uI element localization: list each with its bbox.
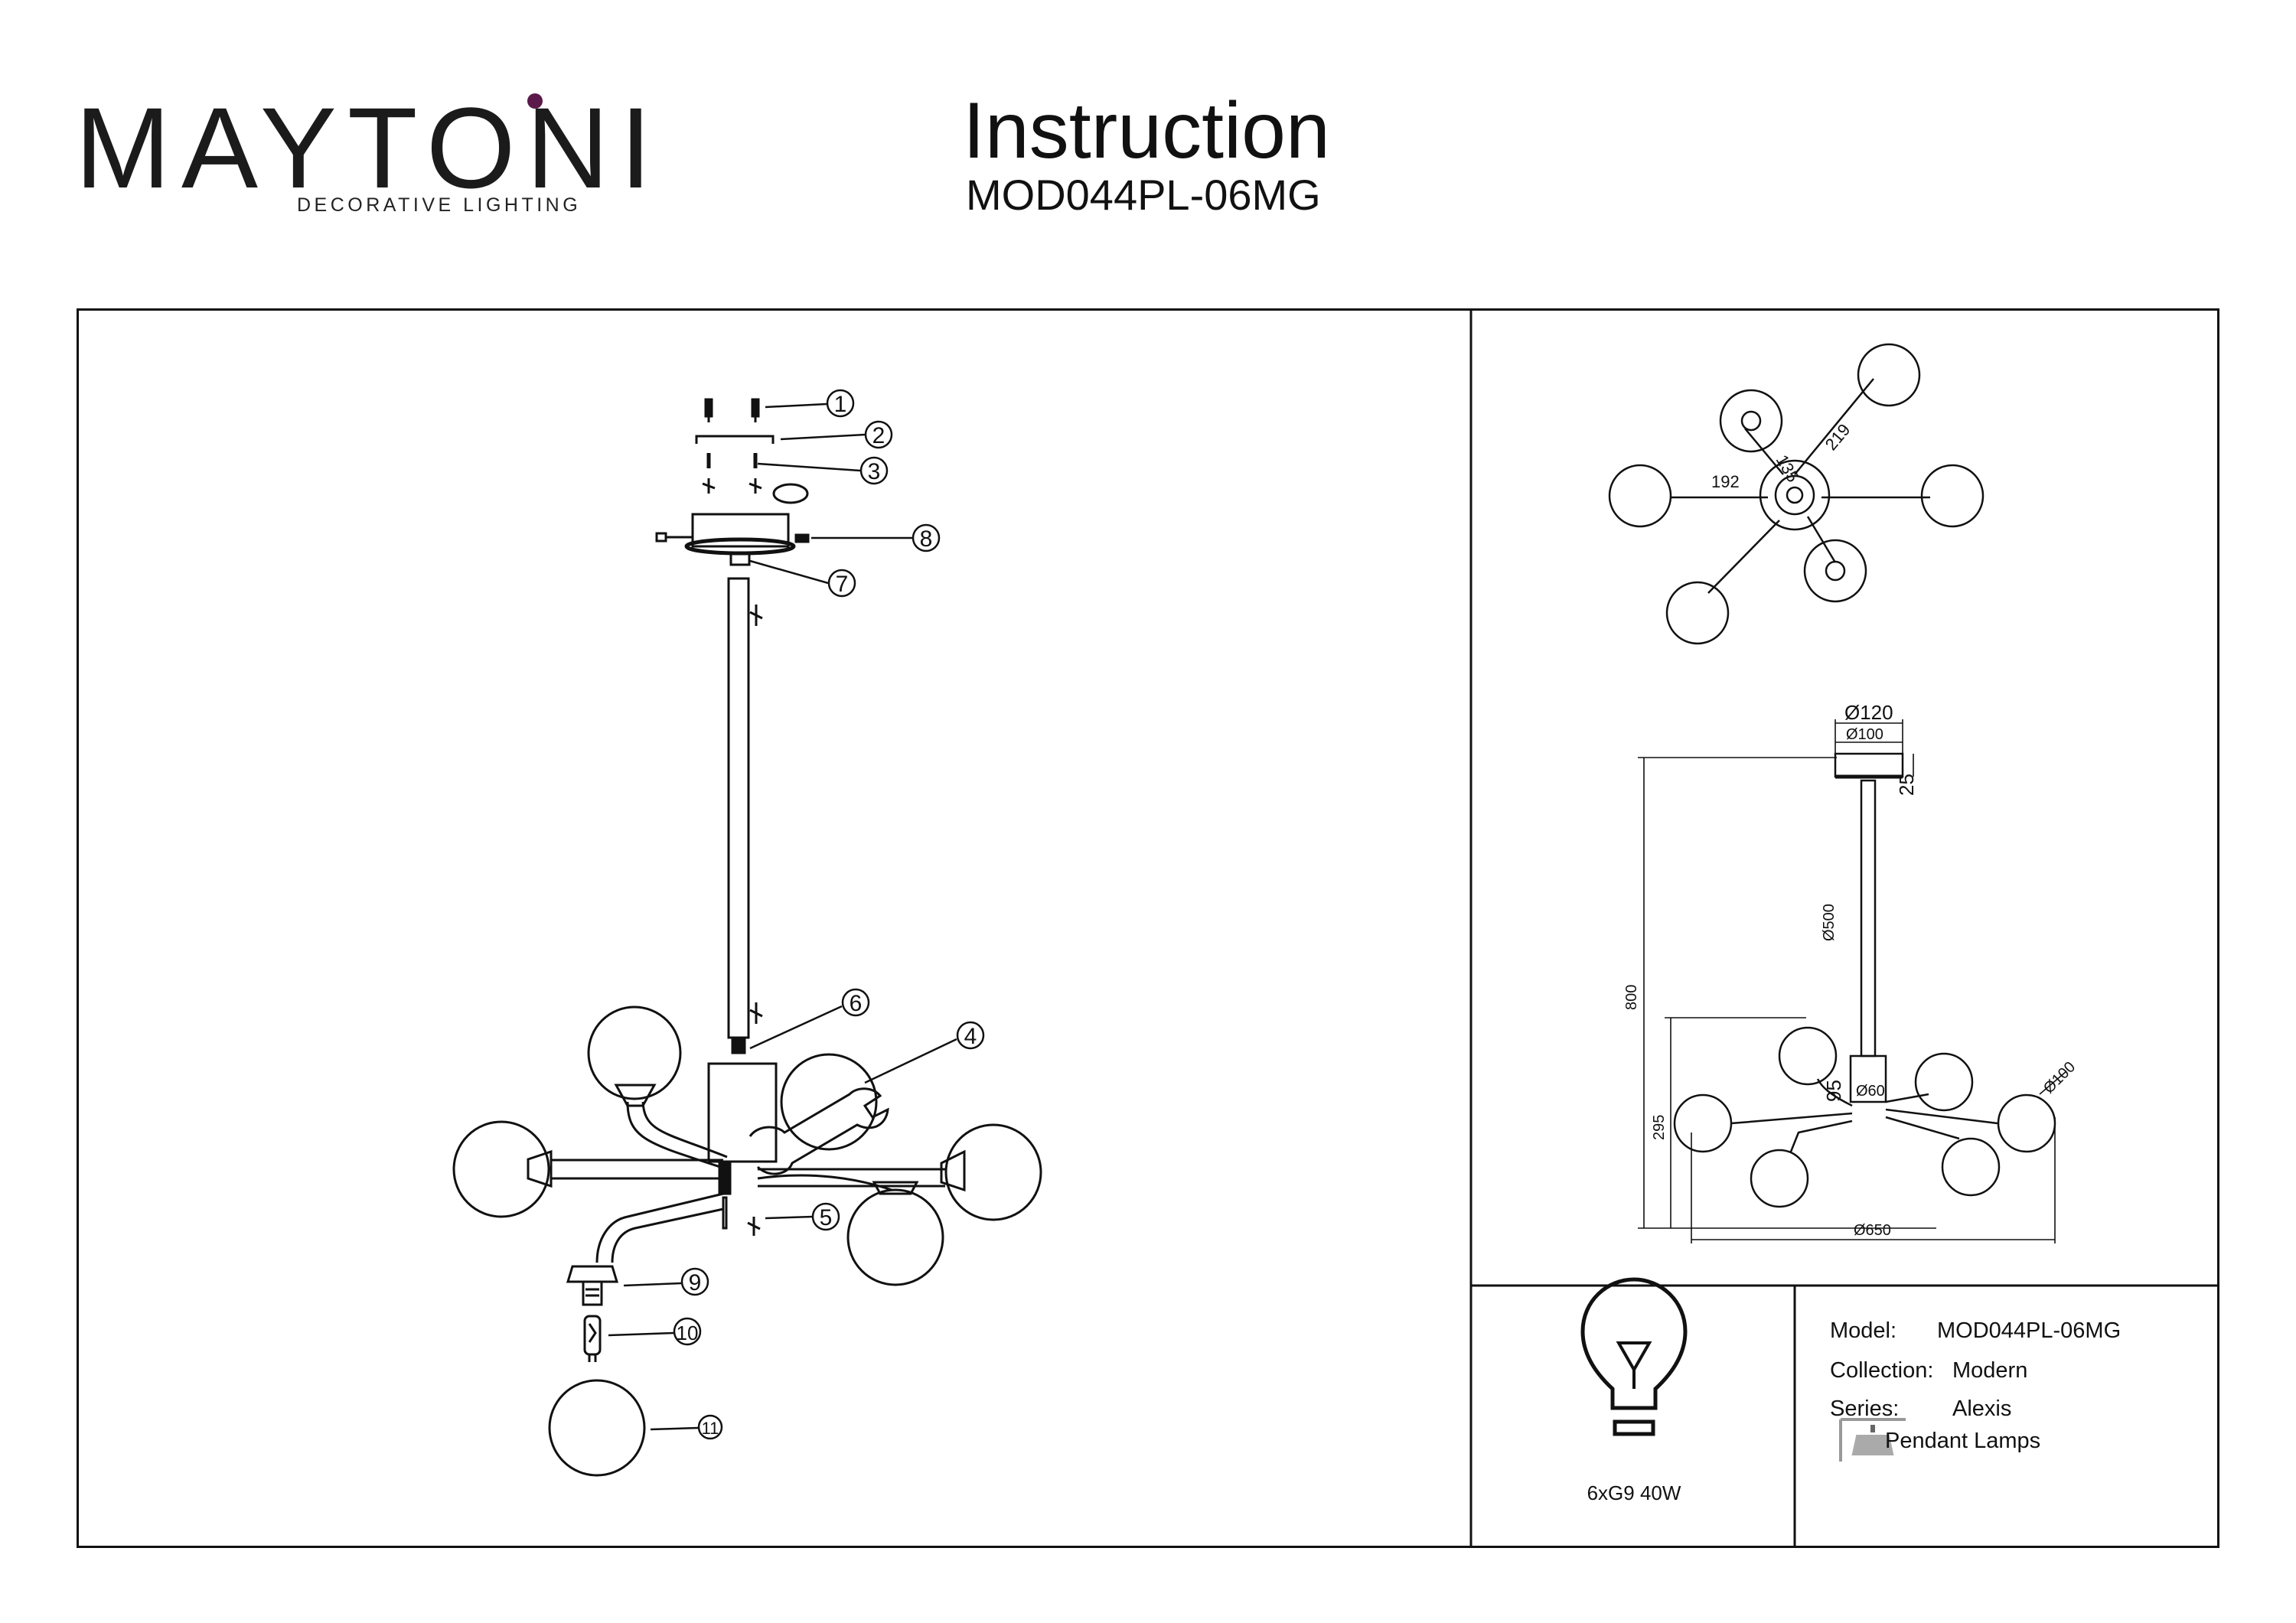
top-view-drawing — [1608, 343, 1985, 645]
logo-accent-dot — [527, 93, 543, 109]
pendant-lamp-icon — [1839, 1418, 1906, 1462]
drawing-frame — [77, 308, 2219, 1548]
light-bulb-icon — [1580, 1277, 1688, 1436]
collection-value: Modern — [1952, 1358, 2027, 1383]
bolts-icon — [702, 453, 762, 494]
arm-lower-left — [595, 1192, 724, 1263]
glass-globe — [587, 1005, 682, 1100]
dim-canopy-inner: Ø100 — [1846, 726, 1883, 743]
callout-3 — [757, 456, 889, 485]
glass-globe — [944, 1123, 1042, 1221]
glass-globe — [846, 1188, 944, 1286]
series-value: Alexis — [1952, 1396, 2011, 1421]
lamp-socket-icon — [566, 1265, 619, 1306]
shade-cap — [940, 1149, 966, 1192]
g9-bulb-icon — [583, 1315, 602, 1362]
callout-group — [608, 389, 985, 1440]
dim-hub-height: 95 — [1822, 1080, 1845, 1102]
callout-number: 11 — [702, 1419, 719, 1438]
dim-rod: Ø500 — [1821, 904, 1838, 941]
model-value: MOD044PL-06MG — [1937, 1318, 2121, 1343]
shade-cap — [872, 1181, 919, 1195]
dim-total-diameter: Ø650 — [1854, 1222, 1891, 1239]
callout-number: 5 — [820, 1205, 833, 1230]
rod-connector — [729, 551, 751, 566]
side-screw-icon — [794, 533, 810, 543]
dim-arms-height: 295 — [1651, 1115, 1668, 1140]
dim-shade-diameter: Ø100 — [2040, 1058, 2079, 1097]
shade-cap — [614, 1084, 657, 1107]
side-view-dimension-lines — [1638, 719, 2067, 1243]
callout-8 — [811, 523, 941, 552]
bulb-spec: 6xG9 40W — [1587, 1481, 1681, 1504]
callout-6 — [749, 988, 870, 1050]
series-label: Series: — [1830, 1396, 1899, 1421]
dim-hub-diameter: Ø60 — [1856, 1083, 1885, 1100]
callout-number: 8 — [920, 526, 933, 552]
brand-logo: MAYTONI — [75, 83, 663, 212]
dim-canopy-height: 25 — [1895, 774, 1918, 796]
side-view-drawing — [1673, 752, 2056, 1208]
dim-offset: 135 — [1773, 451, 1803, 485]
callout-number: 7 — [836, 572, 849, 597]
callout-number: 1 — [834, 392, 847, 417]
dim-total-height: 800 — [1623, 985, 1640, 1010]
wrench-icon — [748, 1087, 889, 1175]
callout-7 — [749, 559, 856, 598]
glass-globe — [452, 1120, 550, 1218]
callout-2 — [780, 420, 893, 449]
canopy — [655, 513, 796, 556]
callout-11 — [650, 1414, 723, 1440]
callout-1 — [765, 389, 855, 418]
callout-number: 4 — [964, 1024, 977, 1049]
dim-diagonal: 219 — [1821, 420, 1854, 454]
collection-label: Collection: — [1830, 1358, 1933, 1383]
rod-thread-mark-lower — [749, 1002, 763, 1024]
callout-number: 9 — [689, 1270, 702, 1295]
page-subtitle-model: MOD044PL-06MG — [966, 171, 1321, 219]
callout-numbers: 1 2 3 4 5 6 7 8 9 10 11 — [677, 392, 977, 1438]
arm-left — [551, 1159, 723, 1180]
suspension-rod — [727, 577, 750, 1039]
callout-number: 10 — [677, 1322, 699, 1344]
mounting-bracket-icon — [695, 435, 775, 444]
model-label: Model: — [1830, 1318, 1896, 1343]
page-title: Instruction — [963, 86, 1330, 175]
rod-thread-mark — [749, 605, 763, 626]
hub-bolt-icon — [718, 1162, 761, 1236]
glass-globe-detached — [548, 1379, 646, 1477]
callout-number: 6 — [850, 991, 863, 1016]
callout-5 — [765, 1202, 840, 1231]
spec-table: Model: MOD044PL-06MG Collection: Modern … — [1830, 1318, 2121, 1453]
brand-tagline: DECORATIVE LIGHTING — [297, 194, 582, 216]
rod-nipple — [731, 1038, 746, 1054]
callout-number: 3 — [868, 459, 881, 484]
exploded-assembly — [452, 398, 1042, 1477]
dim-canopy-outer: Ø120 — [1844, 701, 1893, 724]
screws-icon — [704, 398, 760, 422]
arm-front — [757, 1174, 892, 1191]
terminal-block-icon — [772, 483, 809, 504]
dim-arm-length: 192 — [1711, 472, 1740, 491]
central-hub — [707, 1062, 778, 1163]
callout-10 — [608, 1317, 702, 1346]
glass-globe — [780, 1053, 878, 1151]
type-value: Pendant Lamps — [1885, 1429, 2040, 1453]
callout-4 — [864, 1021, 985, 1084]
shade-cap — [527, 1149, 553, 1188]
callout-9 — [623, 1267, 709, 1296]
arm-upper-left — [626, 1101, 728, 1171]
callout-number: 2 — [872, 423, 885, 448]
